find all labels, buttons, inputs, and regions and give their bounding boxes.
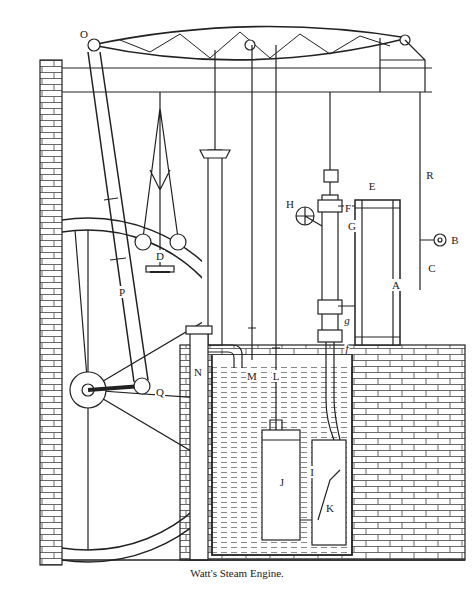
part-letter: J — [279, 476, 285, 488]
part-letter: C — [427, 262, 436, 274]
part-letter: P — [118, 286, 126, 298]
part-letter: G — [347, 220, 357, 232]
figure-caption: Watt's Steam Engine. — [0, 567, 474, 579]
part-letter: Q — [155, 386, 165, 398]
part-letter: I — [309, 466, 315, 478]
part-letter: K — [325, 502, 335, 514]
part-letter: M — [246, 370, 258, 382]
part-letter: D — [155, 250, 165, 262]
part-letter: R — [425, 169, 434, 181]
part-letter: N — [193, 366, 203, 378]
part-letter: f — [344, 342, 349, 354]
part-letter: F — [344, 202, 352, 214]
part-letter: L — [272, 370, 281, 382]
part-letter: E — [368, 180, 377, 192]
part-letter: O — [79, 28, 89, 40]
part-letter: A — [391, 279, 401, 291]
part-letter: B — [450, 234, 459, 246]
part-letter: g — [343, 314, 351, 326]
part-letter: H — [285, 198, 295, 210]
